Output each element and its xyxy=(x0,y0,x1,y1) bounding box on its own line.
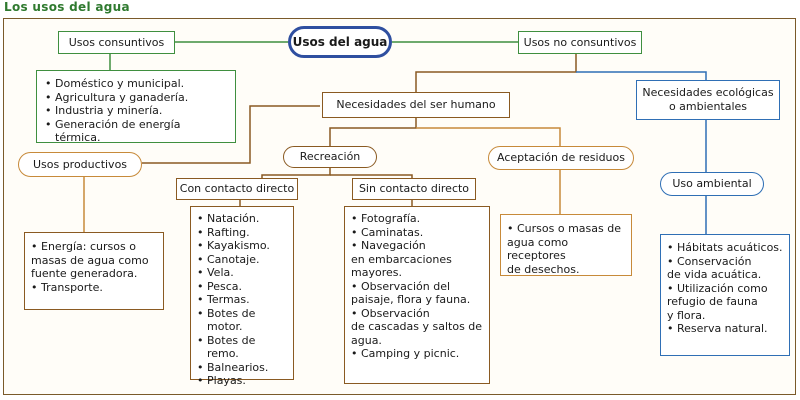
list-item: Rafting. xyxy=(197,226,287,240)
node-usos-no-consuntivos: Usos no consuntivos xyxy=(518,31,642,54)
node-con-contacto-directo: Con contacto directo xyxy=(176,178,298,200)
node-line: o ambientales xyxy=(668,100,748,113)
list-item: Botes de remo. xyxy=(197,334,287,361)
list-item: Fotografía. xyxy=(351,212,483,226)
list-item: Generación de energía térmica. xyxy=(45,118,227,145)
node-necesidades-ecologicas: Necesidades ecológicas o ambientales xyxy=(636,80,780,120)
list-item: de cascadas y saltos de xyxy=(351,320,483,333)
node-aceptacion-residuos: Aceptación de residuos xyxy=(488,146,634,170)
list-aceptacion-residuos: Cursos o masas de agua como receptores d… xyxy=(500,214,632,276)
list-item: Doméstico y municipal. xyxy=(45,77,227,91)
list-uso-ambiental: Hábitats acuáticos. Conservación de vida… xyxy=(660,234,790,356)
list-item: Vela. xyxy=(197,266,287,280)
list-item: Caminatas. xyxy=(351,226,483,240)
list-item: masas de agua como xyxy=(31,253,149,267)
list-usos-productivos: Energía: cursos o masas de agua como fue… xyxy=(24,232,164,310)
list-item: Industria y minería. xyxy=(45,104,227,118)
link-humano-residuos xyxy=(416,127,561,146)
list-usos-consuntivos: Doméstico y municipal. Agricultura y gan… xyxy=(36,70,236,145)
link-recreacion-con xyxy=(261,168,331,178)
link-noconsuntivos-split xyxy=(415,54,577,92)
list-item: agua como receptores xyxy=(507,235,569,263)
list-item: Hábitats acuáticos. xyxy=(667,241,783,255)
list-item: Transporte. xyxy=(31,281,157,295)
list-item: de desechos. xyxy=(507,262,580,276)
node-uso-ambiental: Uso ambiental xyxy=(660,172,764,196)
list-item: de vida acuática. xyxy=(667,268,762,281)
link-recreacion-sin xyxy=(330,174,413,178)
list-item: Observación xyxy=(351,307,483,321)
node-necesidades-ser-humano: Necesidades del ser humano xyxy=(322,92,510,118)
node-usos-del-agua: Usos del agua xyxy=(288,26,392,58)
node-sin-contacto-directo: Sin contacto directo xyxy=(352,178,476,200)
list-item: Canotaje. xyxy=(197,253,287,267)
list-item: paisaje, flora y fauna. xyxy=(351,293,471,306)
list-item: Energía: cursos o xyxy=(31,240,157,254)
list-sin-contacto-directo: Fotografía. Caminatas. Navegación en emb… xyxy=(344,206,490,384)
link-humano-recreacion xyxy=(329,118,417,146)
list-item: fuente generadora. xyxy=(31,267,138,280)
list-item: mayores. xyxy=(351,266,402,279)
list-item: Camping y picnic. xyxy=(351,347,483,361)
node-line: Necesidades ecológicas xyxy=(642,86,774,99)
list-item: Playas. xyxy=(197,374,287,388)
list-item: Cursos o masas de xyxy=(507,222,625,236)
list-item: Kayakismo. xyxy=(197,239,287,253)
list-item: Utilización como xyxy=(667,282,783,296)
list-item: agua. xyxy=(351,333,382,347)
list-item: Agricultura y ganadería. xyxy=(45,91,227,105)
list-item: Termas. xyxy=(197,293,287,307)
list-item: Pesca. xyxy=(197,280,287,294)
list-item: Botes de motor. xyxy=(197,307,287,334)
link-humano-productivos xyxy=(142,105,320,164)
node-usos-productivos: Usos productivos xyxy=(18,152,142,177)
list-item: y flora. xyxy=(667,308,706,322)
link-noconsuntivos-ecologicas xyxy=(576,71,707,80)
node-recreacion: Recreación xyxy=(283,146,377,168)
list-item: en embarcaciones xyxy=(351,252,452,266)
node-usos-consuntivos: Usos consuntivos xyxy=(58,31,175,54)
page-title: Los usos del agua xyxy=(4,0,130,14)
list-item: refugio de fauna xyxy=(667,295,758,308)
list-con-contacto-directo: Natación. Rafting. Kayakismo. Canotaje. … xyxy=(190,206,294,387)
list-item: Reserva natural. xyxy=(667,322,783,336)
list-item: Navegación xyxy=(351,239,483,253)
list-item: Balnearios. xyxy=(197,361,287,375)
list-item: Natación. xyxy=(197,212,287,226)
list-item: Conservación xyxy=(667,255,783,269)
list-item: Observación del xyxy=(351,280,483,294)
